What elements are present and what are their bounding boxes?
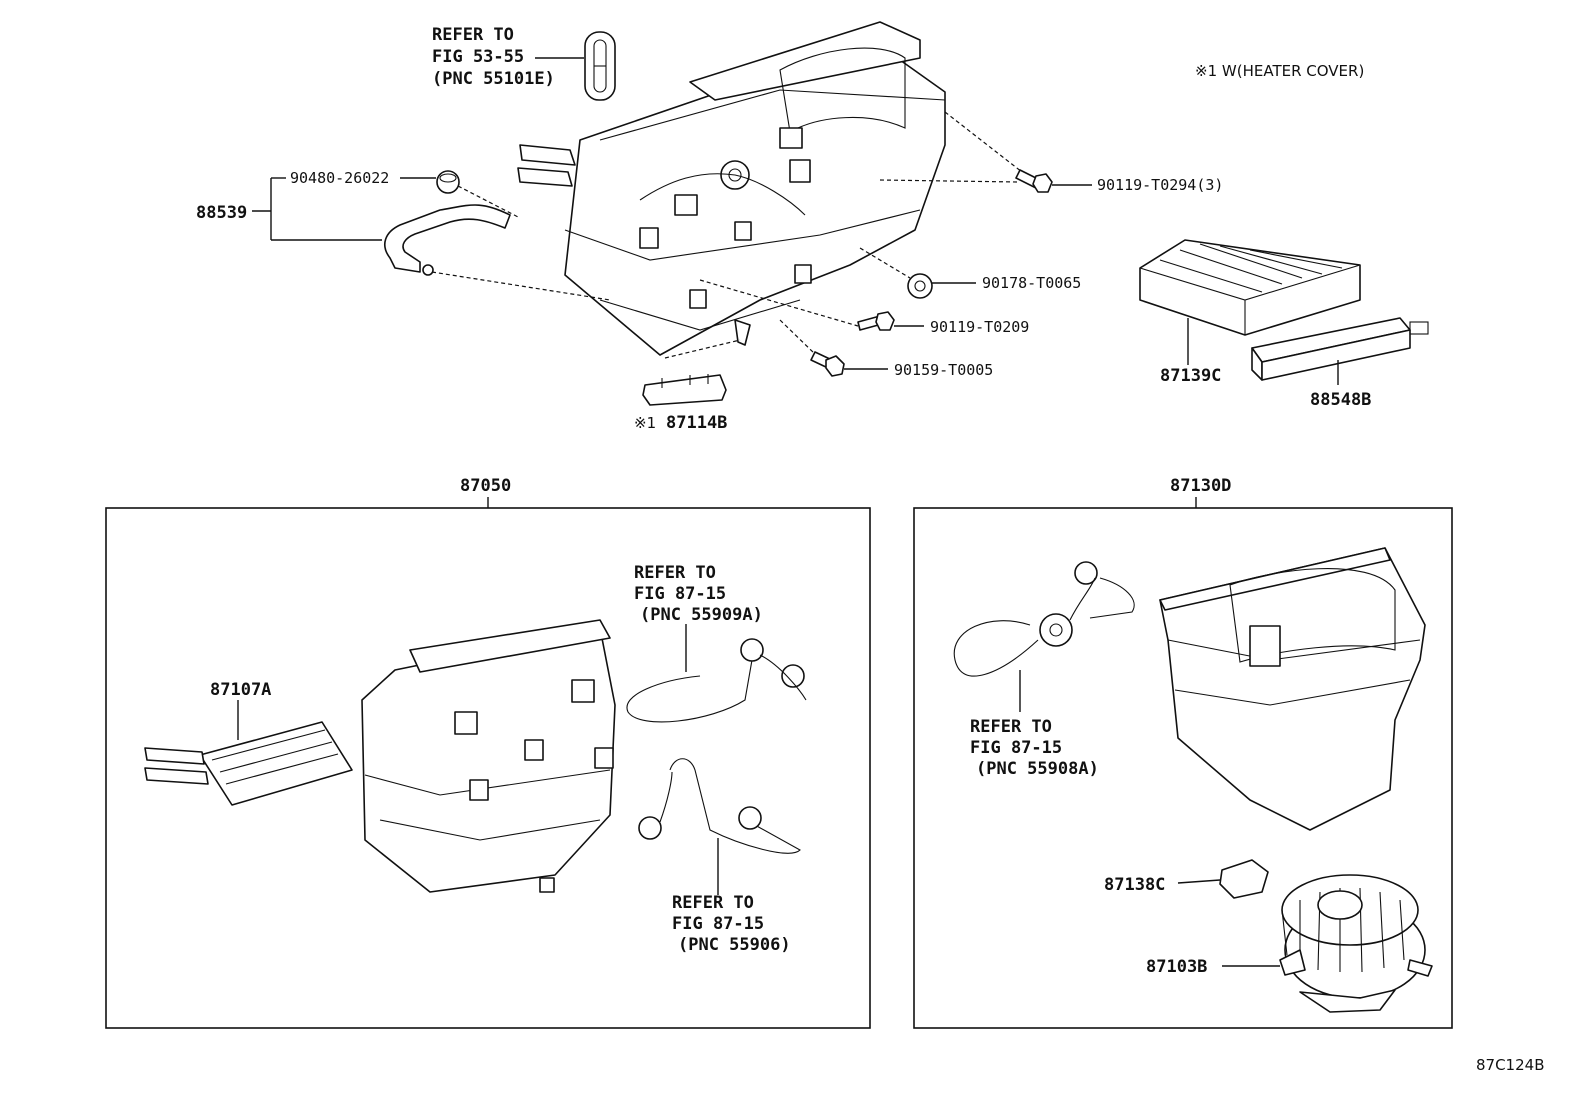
label-87103b: 87103B	[1146, 957, 1207, 977]
refer-55906-line3: (PNC 55906)	[678, 935, 791, 955]
heater-cover-note: ※1 W(HEATER COVER)	[1195, 62, 1364, 80]
label-90159-t0005: 90159-T0005	[894, 361, 993, 379]
heater-cover-icon	[642, 374, 727, 406]
tapping-screw-icon	[810, 351, 845, 377]
callout-87103b[interactable]: 87103B	[1146, 957, 1280, 977]
callout-87138c[interactable]: 87138C	[1104, 875, 1221, 895]
callout-90178-t0065[interactable]: 90178-T0065	[932, 274, 1081, 292]
callout-refer-55908a[interactable]: REFER TO FIG 87-15 (PNC 55908A)	[970, 670, 1099, 779]
blower-resistor-icon	[1219, 859, 1269, 899]
label-87138c: 87138C	[1104, 875, 1165, 895]
callout-refer-55906[interactable]: REFER TO FIG 87-15 (PNC 55906)	[672, 838, 791, 955]
bolt-icon	[1015, 169, 1053, 193]
label-87114b: 87114B	[666, 413, 727, 433]
callout-87107a[interactable]: 87107A	[210, 680, 271, 740]
callout-88539[interactable]: 88539	[196, 177, 382, 241]
refer-55101e-line3: (PNC 55101E)	[432, 69, 555, 89]
note-text: W(HEATER COVER)	[1222, 62, 1364, 80]
label-87139c: 87139C	[1160, 366, 1221, 386]
sub-assembly-box-87130d	[913, 507, 1453, 1029]
label-90119-t0294: 90119-T0294(3)	[1097, 176, 1223, 194]
refer-55909a-line3: (PNC 55909A)	[640, 605, 763, 625]
heater-unit-assembly-icon	[517, 21, 946, 356]
callout-87050[interactable]: 87050	[460, 476, 511, 508]
label-87050: 87050	[460, 476, 511, 496]
label-90119-t0209: 90119-T0209	[930, 318, 1029, 336]
svg-text:※1 W(HEATER COVER): ※1 W(HEATER COVER)	[1195, 62, 1364, 80]
sub-assembly-box-87050	[105, 507, 871, 1029]
refer-55908a-line2: FIG 87-15	[970, 738, 1062, 758]
callout-90159-t0005[interactable]: 90159-T0005	[844, 361, 993, 379]
screw-icon	[857, 311, 895, 331]
callout-88548b[interactable]: 88548B	[1310, 360, 1371, 410]
water-hose-icon	[384, 204, 511, 276]
label-90178-t0065: 90178-T0065	[982, 274, 1081, 292]
heater-core-icon	[144, 721, 353, 806]
label-88548b: 88548B	[1310, 390, 1371, 410]
note-mark: ※1	[1195, 62, 1217, 80]
wire-harness-55908a-icon	[953, 561, 1135, 677]
refer-55908a-line1: REFER TO	[970, 717, 1052, 737]
wire-harness-55906-icon	[638, 758, 801, 854]
grommet-icon	[584, 31, 616, 101]
refer-55909a-line1: REFER TO	[634, 563, 716, 583]
callout-refer-55909a[interactable]: REFER TO FIG 87-15 (PNC 55909A)	[634, 563, 763, 672]
callout-87139c[interactable]: 87139C	[1160, 318, 1221, 386]
label-87114b-mark: ※1	[634, 414, 656, 432]
refer-55101e-line2: FIG 53-55	[432, 47, 524, 67]
label-87107a: 87107A	[210, 680, 271, 700]
label-90480-26022: 90480-26022	[290, 169, 389, 187]
figure-id: 87C124B	[1476, 1056, 1544, 1074]
filter-cover-icon	[1251, 317, 1429, 381]
refer-55908a-line3: (PNC 55908A)	[976, 759, 1099, 779]
refer-55906-line1: REFER TO	[672, 893, 754, 913]
callout-90480-26022[interactable]: 90480-26022	[290, 169, 436, 187]
air-filter-icon	[1139, 239, 1361, 336]
refer-55909a-line2: FIG 87-15	[634, 584, 726, 604]
nut-icon	[907, 273, 933, 299]
blower-motor-icon	[1279, 874, 1433, 1013]
refer-55101e-line1: REFER TO	[432, 25, 514, 45]
blower-case-icon	[1159, 547, 1426, 831]
label-88539: 88539	[196, 203, 247, 223]
callout-87130d[interactable]: 87130D	[1170, 476, 1231, 508]
hose-clip-icon	[436, 170, 460, 194]
refer-55906-line2: FIG 87-15	[672, 914, 764, 934]
callout-90119-t0209[interactable]: 90119-T0209	[894, 318, 1029, 336]
callout-87114b[interactable]: ※1 87114B	[634, 413, 727, 433]
heater-case-icon	[361, 619, 616, 893]
callout-refer-55101e[interactable]: REFER TO FIG 53-55 (PNC 55101E)	[432, 25, 584, 89]
callout-90119-t0294[interactable]: 90119-T0294(3)	[1052, 176, 1223, 194]
label-87130d: 87130D	[1170, 476, 1231, 496]
wire-harness-55909a-icon	[626, 638, 807, 723]
